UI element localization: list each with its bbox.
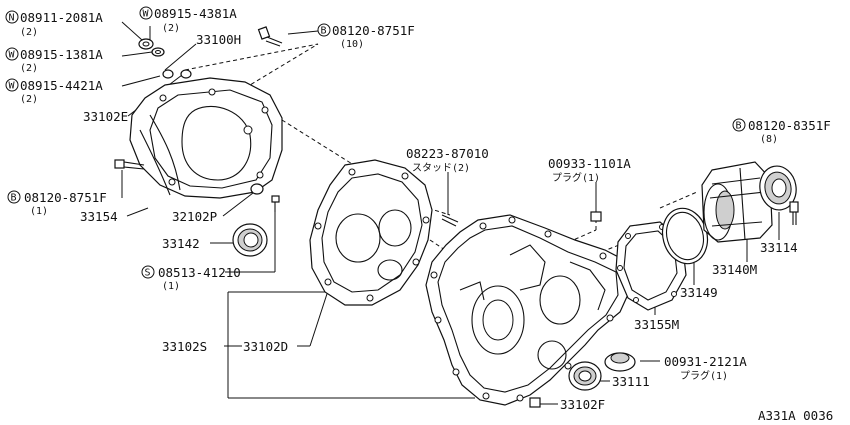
bolt-part-2 [114,159,145,170]
label-33102F: 33102F [560,397,605,412]
nut-and-washers [138,38,192,79]
bolt-part-3 [271,195,280,212]
label-plug-00933-1101A: 00933-1101A プラグ(1) [548,156,631,184]
figure-code: A331A 0036 [758,408,833,423]
plug-part-1 [590,211,602,222]
extension-housing-part [129,77,283,199]
part-number: 08513-41210 [158,265,241,280]
symbol-text: W [143,9,150,20]
symbol-text: B [321,26,327,37]
label-33102D: 33102D [243,339,288,354]
label-33155M: 33155M [634,317,679,332]
label-stud-08223-87010: 08223-87010 スタッド(2) [406,146,489,174]
quantity: (10) [340,39,364,50]
label-b-08120-8751F-1: B 08120-8751F (1) [7,190,107,217]
quantity: (2) [162,23,180,34]
quantity: (2) [20,63,38,74]
label-33142: 33142 [162,236,200,251]
symbol-text: N [9,13,15,24]
label-33140M: 33140M [712,262,757,277]
quantity: プラグ(1) [680,369,728,382]
part-number: 08120-8751F [332,23,415,38]
washer-part [250,183,264,195]
oil-seal-33111 [568,361,602,391]
label-plug-00931-2121A: 00931-2121A プラグ(1) [664,354,747,382]
symbol-text: W [9,50,16,61]
label-w-08915-1381A: W 08915-1381A (2) [5,47,103,74]
quantity: プラグ(1) [552,171,600,184]
quantity: (1) [162,281,180,292]
quantity: (2) [20,94,38,105]
part-number: 08911-2081A [20,10,103,25]
label-33154: 33154 [80,209,118,224]
label-33149: 33149 [680,285,718,300]
part-number: 08223-87010 [406,146,489,161]
label-33102S: 33102S [162,339,207,354]
transfer-case-main-part [425,214,631,406]
plug-part-3 [529,397,541,408]
label-b-08120-8351F: B 08120-8351F (8) [732,118,831,145]
stud-part [441,214,459,227]
label-w-08915-4421A: W 08915-4421A (2) [5,78,103,105]
rear-extension-33140M [701,161,773,243]
part-number: 00931-2121A [664,354,747,369]
quantity: (2) [20,27,38,38]
label-w-08915-4381A: W 08915-4381A (2) [139,6,237,34]
quantity: (1) [30,206,48,217]
bolt-part-4 [789,201,799,225]
symbol-text: S [145,268,151,279]
symbol-text: B [736,121,742,132]
label-n-08911-2081A: N 08911-2081A (2) [5,10,103,38]
label-33102E: 33102E [83,109,128,124]
label-33100H: 33100H [196,32,241,47]
label-b-08120-8751F-10: B 08120-8751F (10) [317,23,415,50]
label-s-08513-41210: S 08513-41210 (1) [141,265,241,292]
part-number: 08120-8351F [748,118,831,133]
part-number: 00933-1101A [548,156,631,171]
bolt-part-1 [257,26,283,47]
part-number: 08915-4381A [154,6,237,21]
symbol-text: W [9,81,16,92]
quantity: スタッド(2) [412,162,470,174]
part-number: 08915-4421A [20,78,103,93]
adapter-case-part [309,159,433,306]
quantity: (8) [760,134,778,145]
label-33111: 33111 [612,374,650,389]
part-number: 08120-8751F [24,190,107,205]
symbol-text: B [11,193,17,204]
oil-seal-33114 [759,165,797,211]
label-32102P: 32102P [172,209,217,224]
oil-seal-33142 [232,223,268,257]
label-33114: 33114 [760,240,798,255]
part-number: 08915-1381A [20,47,103,62]
plug-part-2 [604,352,636,372]
